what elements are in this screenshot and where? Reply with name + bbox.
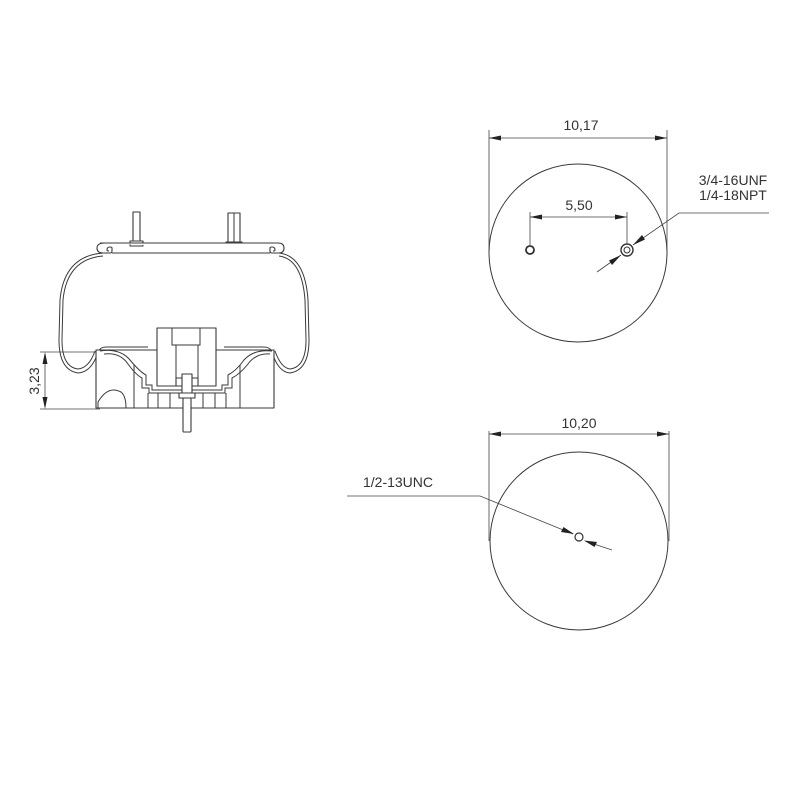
bottom-view: 10,20 1/2-13UNC xyxy=(347,415,670,631)
center-stud xyxy=(574,532,584,542)
port-label-unf: 3/4-16UNF xyxy=(699,172,767,188)
dimension-bottom-diameter: 10,20 xyxy=(488,415,670,541)
dimension-height: 3,23 xyxy=(26,351,100,410)
stud-label: 1/2-13UNC xyxy=(363,474,433,490)
top-view: 10,17 5,50 3/4-16UNF 1/4-18NPT xyxy=(488,117,769,343)
bead-plate xyxy=(96,242,285,254)
height-dimension-label: 3,23 xyxy=(26,367,42,394)
piston-outline xyxy=(489,451,669,631)
top-stud-left xyxy=(129,211,144,247)
dimension-hole-spacing: 5,50 xyxy=(529,197,628,245)
piston xyxy=(95,327,275,433)
dimension-top-diameter: 10,17 xyxy=(488,117,668,253)
top-diameter-label: 10,17 xyxy=(563,117,598,133)
port-leader: 3/4-16UNF 1/4-18NPT xyxy=(596,172,769,273)
mounting-hole xyxy=(525,245,535,255)
top-plate-outline xyxy=(488,163,668,343)
air-port xyxy=(620,243,634,257)
stud-leader: 1/2-13UNC xyxy=(347,474,613,551)
side-view: 3,23 xyxy=(26,211,310,433)
bellows xyxy=(58,252,310,374)
port-label-npt: 1/4-18NPT xyxy=(699,187,767,203)
hole-spacing-label: 5,50 xyxy=(565,197,592,213)
bottom-diameter-label: 10,20 xyxy=(561,415,596,431)
